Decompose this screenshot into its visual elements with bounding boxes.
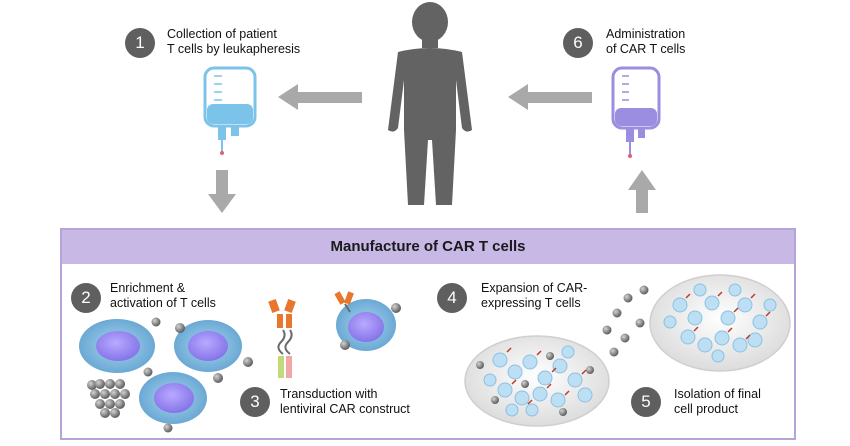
step-4-label-line1: Expansion of CAR- [481, 281, 588, 295]
dish-cells [483, 345, 593, 417]
dish-beads [476, 352, 594, 416]
blood-bag-icon [611, 66, 661, 158]
step-6-label-line1: Administration [606, 27, 686, 41]
blood-bag-icon [203, 66, 257, 155]
step-1-label: Collection of patient T cells by leukaph… [167, 27, 300, 57]
step-4-label: Expansion of CAR- expressing T cells [481, 281, 587, 311]
car-construct-icon [334, 291, 354, 313]
step-1-badge: 1 [125, 28, 155, 58]
bead-icon [340, 303, 401, 350]
step-4-badge: 4 [437, 283, 467, 313]
arrow-left-1 [278, 84, 362, 110]
arrow-up [628, 170, 656, 213]
dish-cells [663, 283, 777, 363]
step-6-badge: 6 [563, 28, 593, 58]
step-1-label-line1: Collection of patient [167, 27, 277, 41]
bead-icon [87, 317, 253, 433]
step-2-label: Enrichment & activation of T cells [110, 281, 216, 311]
car-construct-icon [268, 298, 296, 378]
step-3-label-line1: Transduction with [280, 387, 378, 401]
step-2-label-line2: activation of T cells [110, 296, 216, 310]
bead-icon [602, 285, 649, 357]
t-cell-icon [174, 320, 242, 372]
step-3-label-line2: lentiviral CAR construct [280, 402, 410, 416]
step-5-label-line1: Isolation of final [674, 387, 761, 401]
panel-title: Manufacture of CAR T cells [62, 230, 794, 264]
step-5-label-line2: cell product [674, 402, 738, 416]
t-cell-icon [79, 319, 155, 373]
dish-car-markers [685, 291, 771, 340]
step-1-label-line2: T cells by leukapheresis [167, 42, 301, 56]
human-figure-icon [388, 2, 472, 205]
step-2-badge: 2 [71, 283, 101, 313]
step-4-label-line2: expressing T cells [481, 296, 581, 310]
step-6-label: Administration of CAR T cells [606, 27, 685, 57]
step-3-label: Transduction with lentiviral CAR constru… [280, 387, 410, 417]
arrow-down [208, 170, 236, 213]
arrow-left-2 [508, 84, 592, 110]
step-3-badge: 3 [240, 387, 270, 417]
step-5-label: Isolation of final cell product [674, 387, 761, 417]
step-2-label-line1: Enrichment & [110, 281, 186, 295]
t-cell-icon [336, 299, 396, 351]
step-5-badge: 5 [631, 387, 661, 417]
t-cell-icon [139, 372, 207, 424]
dish-car-markers [506, 347, 587, 405]
step-6-label-line2: of CAR T cells [606, 42, 686, 56]
